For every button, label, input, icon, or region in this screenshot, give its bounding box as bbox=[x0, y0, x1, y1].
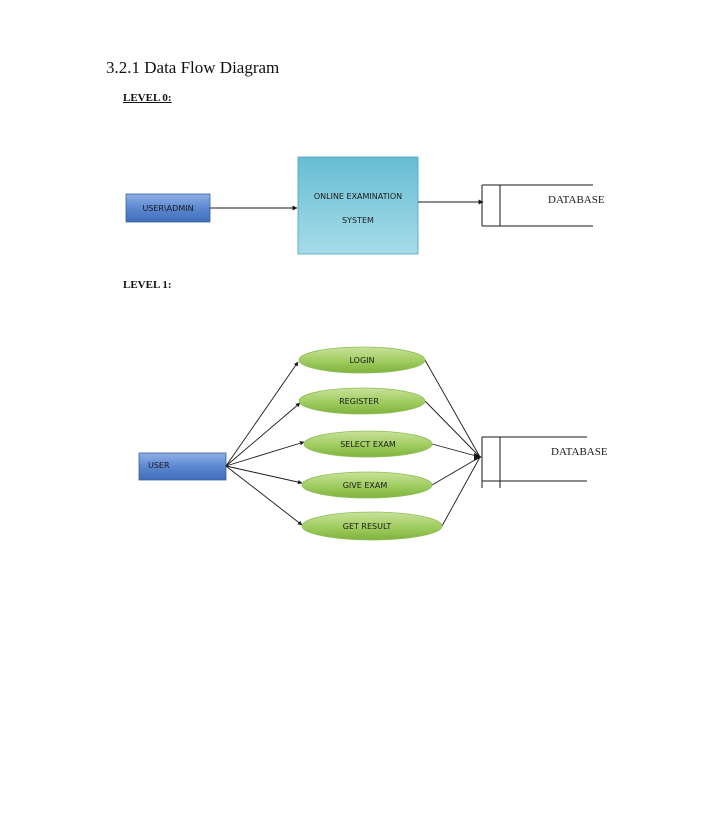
process-select-exam: SELECT EXAM bbox=[303, 430, 433, 458]
level0-system-box: ONLINE EXAMINATION SYSTEM bbox=[297, 156, 419, 255]
level-1-label: LEVEL 1: bbox=[123, 279, 172, 291]
arrow-user-to-give-exam bbox=[225, 465, 303, 485]
process-get-result: GET RESULT bbox=[301, 511, 443, 541]
level1-user-label: USER bbox=[148, 461, 170, 470]
arrow-user-to-get-result bbox=[225, 465, 303, 526]
process-get-result-label: GET RESULT bbox=[343, 522, 392, 531]
line-login-to-database bbox=[424, 359, 481, 458]
database-arrowhead bbox=[474, 453, 482, 461]
level1-database-store: DATABASE bbox=[481, 436, 608, 488]
arrow-user-to-login bbox=[225, 361, 299, 467]
level0-system-label-line2: SYSTEM bbox=[342, 216, 374, 225]
level-1-diagram: USER LOGIN REGISTER SELECT EXAM GIV bbox=[138, 346, 608, 541]
level1-user-box: USER bbox=[138, 452, 227, 481]
line-register-to-database bbox=[424, 400, 481, 458]
level-0-label: LEVEL 0: bbox=[123, 92, 172, 104]
process-give-exam-label: GIVE EXAM bbox=[343, 481, 388, 490]
line-get-result-to-database bbox=[441, 456, 481, 527]
process-select-exam-label: SELECT EXAM bbox=[340, 440, 396, 449]
level0-system-label-line1: ONLINE EXAMINATION bbox=[314, 192, 402, 201]
arrow-user-to-register bbox=[225, 402, 301, 467]
level0-database-label: DATABASE bbox=[548, 194, 605, 206]
line-give-exam-to-database bbox=[431, 456, 481, 486]
process-login: LOGIN bbox=[298, 346, 426, 374]
arrow-user-to-select-exam bbox=[225, 441, 305, 467]
process-login-label: LOGIN bbox=[349, 356, 374, 365]
level0-user-box: USER\ADMIN bbox=[125, 193, 211, 223]
level-0-diagram: USER\ADMIN ONLINE EXAMINATION SYSTEM DAT… bbox=[125, 156, 605, 255]
process-register: REGISTER bbox=[298, 387, 426, 415]
level1-database-label: DATABASE bbox=[551, 446, 608, 458]
line-select-exam-to-database bbox=[431, 443, 481, 458]
level0-user-label: USER\ADMIN bbox=[142, 204, 193, 213]
process-register-label: REGISTER bbox=[339, 397, 379, 406]
process-give-exam: GIVE EXAM bbox=[301, 471, 433, 499]
page-title: 3.2.1 Data Flow Diagram bbox=[106, 58, 280, 77]
level0-database-store: DATABASE bbox=[481, 184, 605, 227]
